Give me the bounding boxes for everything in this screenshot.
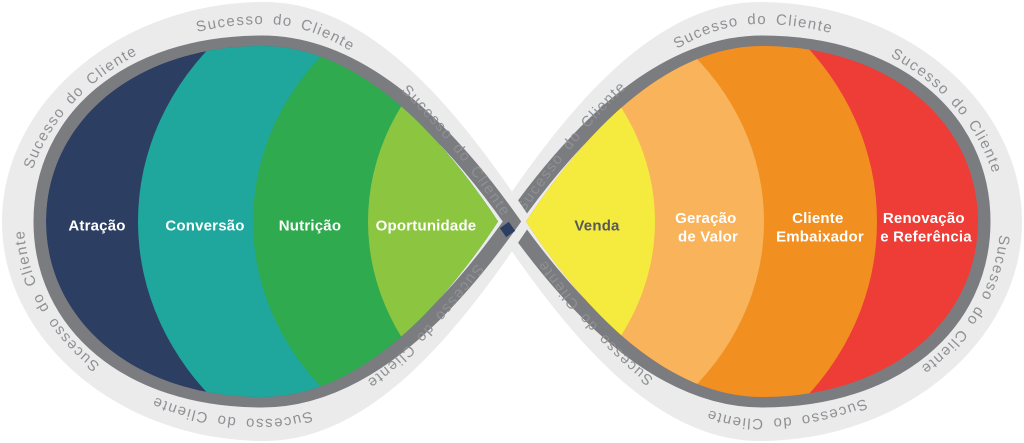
stage-label-line: de Valor xyxy=(678,228,738,245)
stage-labels: Atração Conversão Nutrição Oportunidade … xyxy=(68,210,972,246)
weave-shadow xyxy=(499,221,516,238)
stage-label-line: Embaixador xyxy=(776,228,864,245)
loop-band-edge-right xyxy=(502,35,991,408)
stage-label-line: Geração xyxy=(675,210,736,227)
stage-label-line: e Referência xyxy=(880,228,972,245)
stage-label-line: Cliente xyxy=(792,210,843,227)
loop-band-edge-left xyxy=(33,35,522,408)
stage-label-conversao: Conversão xyxy=(165,218,244,235)
stage-label-cliente-embaixador: Cliente Embaixador xyxy=(776,210,864,246)
stage-label-oportunidade: Oportunidade xyxy=(376,218,477,235)
stage-label-atracao: Atração xyxy=(68,218,125,235)
stage-label-nutricao: Nutrição xyxy=(279,218,341,235)
stage-label-renovacao-e-referencia: Renovação e Referência xyxy=(880,210,972,246)
stage-label-line: Renovação xyxy=(883,210,965,227)
stage-label-geracao-de-valor: Geração de Valor xyxy=(675,210,741,246)
stage-label-venda: Venda xyxy=(574,218,620,235)
